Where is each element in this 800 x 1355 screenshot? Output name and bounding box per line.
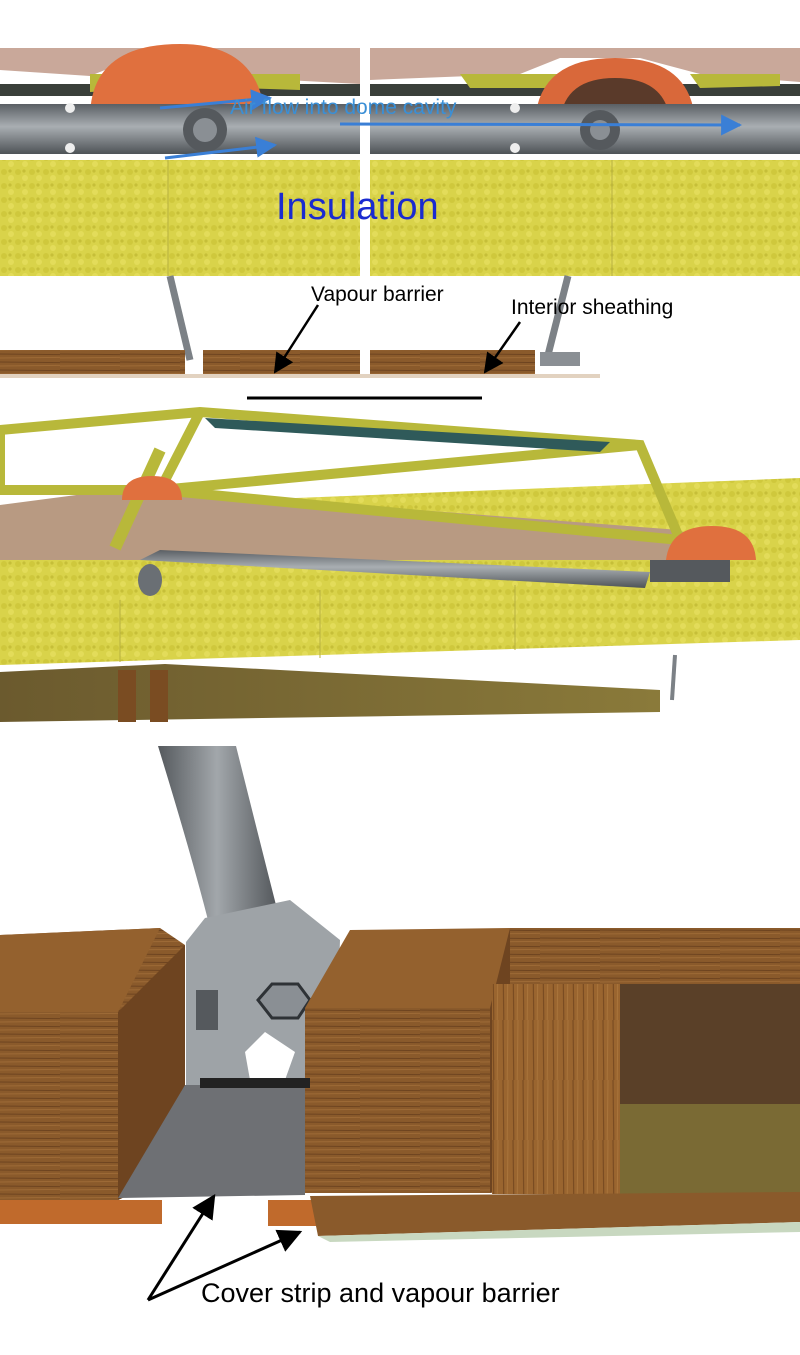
middle-3d-panel xyxy=(0,406,800,722)
insulation-right xyxy=(370,160,800,276)
label-vapour-barrier: Vapour barrier xyxy=(311,283,444,306)
air-flow-arrow-3 xyxy=(339,114,743,136)
label-insulation: Insulation xyxy=(276,186,439,228)
bottom-joint-closeup xyxy=(0,746,800,1302)
interior-sheathing-mid xyxy=(0,664,660,722)
label-interior-sheathing: Interior sheathing xyxy=(511,296,674,319)
wood-beam-mid xyxy=(305,1008,490,1193)
metal-strut-left xyxy=(0,104,360,154)
cover-strip-left xyxy=(0,1200,162,1224)
cover-strip-arrow-2 xyxy=(147,1229,303,1302)
membrane-panel xyxy=(0,488,720,560)
hex-bolt-side xyxy=(196,990,218,1030)
top-cross-section xyxy=(0,44,800,400)
insulation-left xyxy=(0,160,360,276)
label-air-flow: Air flow into dome cavity xyxy=(230,96,457,119)
label-cover-strip: Cover strip and vapour barrier xyxy=(201,1278,560,1308)
sheathing-board-1 xyxy=(0,350,185,376)
air-flow-arrow-1 xyxy=(159,89,273,111)
interior-sheathing-arrow xyxy=(483,321,522,374)
sheathing-board-closeup xyxy=(310,1192,800,1236)
hanger-rod-left xyxy=(166,275,194,361)
dome-mid-left xyxy=(122,476,182,500)
dome-mid-right xyxy=(666,526,756,560)
wood-beam-mid-top xyxy=(305,928,510,1008)
wood-block-right-top xyxy=(510,928,800,984)
wood-block-right-rear xyxy=(620,984,800,1104)
hanger-rod-closeup xyxy=(158,746,276,920)
sheathing-board-3 xyxy=(370,350,535,376)
cover-strip-arrow-1 xyxy=(146,1193,216,1301)
cover-strip-right xyxy=(268,1200,318,1226)
air-flow-arrow-2 xyxy=(164,136,278,160)
hanger-rod-right xyxy=(544,275,572,356)
metal-strut-mid xyxy=(140,550,650,588)
wood-block-right-front xyxy=(492,984,620,1194)
vapour-barrier-arrow xyxy=(273,304,320,374)
dome-left xyxy=(90,44,265,118)
